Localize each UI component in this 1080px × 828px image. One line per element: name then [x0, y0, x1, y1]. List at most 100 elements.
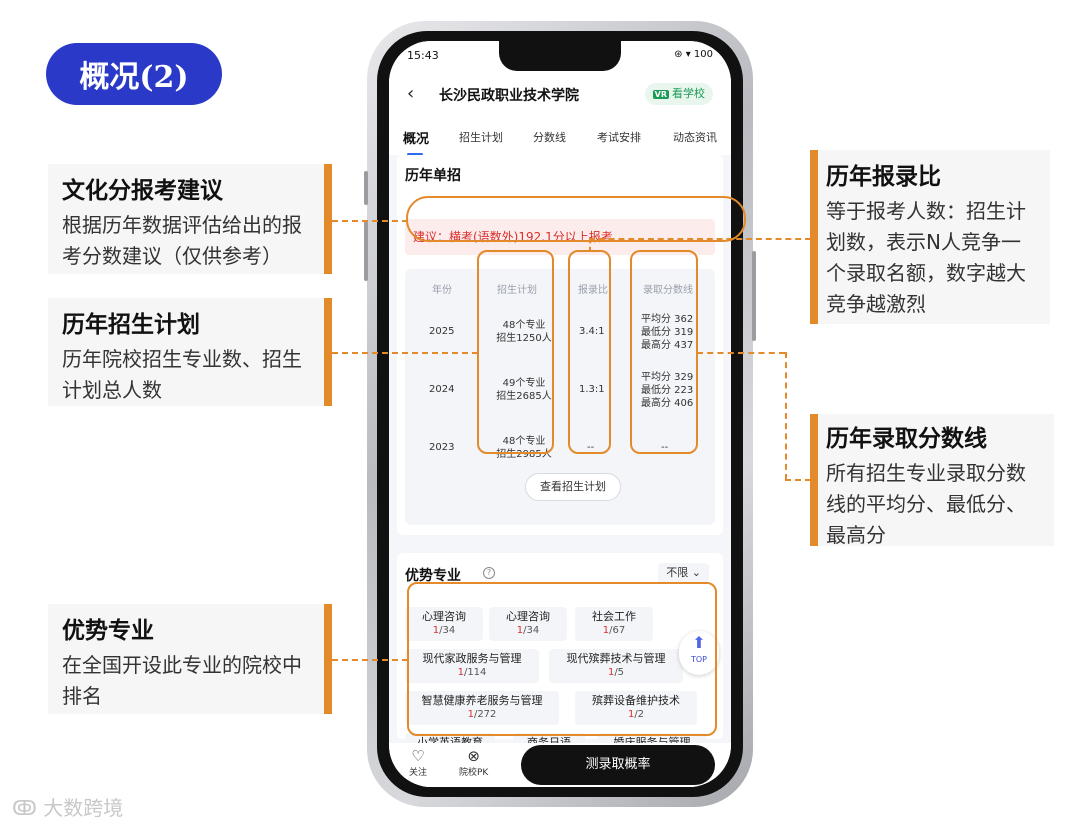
highlight-ratio-column — [568, 250, 611, 454]
school-name: 长沙民政职业技术学院 — [439, 88, 579, 104]
connector-score — [697, 352, 785, 354]
watermark-text: 大数跨境 — [43, 796, 124, 820]
score-max: 最高分 437 — [641, 340, 694, 351]
status-time: 15:43 — [407, 49, 439, 62]
header-ratio: 报录比 — [578, 285, 608, 296]
major-chip[interactable]: 现代家政服务与管理 1/114 — [405, 649, 539, 683]
cell-plan: 49个专业招生2685人 — [489, 377, 559, 403]
connector-score-tail — [785, 479, 811, 481]
major-name: 殡葬设备维护技术 — [592, 694, 680, 707]
heart-plus-icon: ♡ — [411, 747, 425, 765]
section-title: 优势专业 — [405, 568, 461, 584]
tab-news[interactable]: 动态资讯 — [673, 131, 717, 144]
cell-ratio: 1.3:1 — [579, 384, 605, 395]
section-title: 历年单招 — [405, 168, 461, 184]
major-rank: 1/272 — [467, 709, 497, 720]
major-chip[interactable]: 心理咨询 1/34 — [489, 607, 567, 641]
connector-plan — [332, 352, 478, 354]
vr-icon: VR — [652, 90, 669, 99]
connector-ratio — [589, 238, 811, 240]
logo-icon: ↂ — [12, 796, 44, 820]
plan-count: 招生2985人 — [496, 449, 552, 460]
tab-overview[interactable]: 概况 — [403, 128, 429, 156]
connector-score-drop — [785, 352, 787, 480]
back-icon[interactable]: ‹ — [407, 83, 415, 104]
note-bar — [324, 164, 332, 274]
note-title: 历年招生计划 — [62, 311, 200, 338]
highlight-plan-column — [477, 250, 554, 454]
major-chip[interactable]: 智慧健康养老服务与管理 1/272 — [405, 691, 559, 725]
note-body: 在全国开设此专业的院校中排名 — [62, 653, 302, 708]
plan-count: 招生2685人 — [496, 391, 552, 402]
filter-dropdown[interactable]: 不限 ⌄ — [658, 563, 709, 583]
plan-majors: 48个专业 — [502, 320, 546, 331]
major-rank: 1/5 — [607, 667, 625, 678]
status-icons: ⊛ ▾ 100 — [674, 49, 713, 60]
major-name: 心理咨询 — [506, 610, 550, 623]
tab-score-line[interactable]: 分数线 — [533, 131, 566, 144]
plan-count: 招生1250人 — [496, 333, 552, 344]
score-min: 最低分 223 — [641, 385, 694, 396]
admission-probability-button[interactable]: 测录取概率 — [521, 745, 715, 785]
help-icon[interactable]: ? — [483, 567, 495, 579]
major-name: 现代家政服务与管理 — [422, 652, 522, 665]
note-enrollment-plan: 历年招生计划 历年院校招生专业数、招生计划总人数 — [48, 298, 332, 406]
header-plan: 招生计划 — [497, 285, 537, 296]
cell-plan: 48个专业招生2985人 — [489, 435, 559, 461]
scroll-top-button[interactable]: ⬆ TOP — [679, 631, 719, 675]
history-table: 年份 招生计划 报录比 录取分数线 2025 48个专业招生1250人 3.4:… — [405, 269, 715, 525]
header-year: 年份 — [432, 285, 452, 296]
major-rank: 1/34 — [516, 625, 540, 636]
follow-button[interactable]: ♡ 关注 — [409, 747, 427, 778]
follow-label: 关注 — [409, 768, 428, 778]
note-body: 根据历年数据评估给出的报考分数建议（仅供参考） — [62, 213, 302, 268]
major-name: 智慧健康养老服务与管理 — [421, 694, 543, 707]
note-title: 优势专业 — [62, 617, 154, 644]
pk-icon: ⊗ — [467, 747, 480, 765]
note-advantage-majors: 优势专业 在全国开设此专业的院校中排名 — [48, 604, 332, 714]
tab-enrollment-plan[interactable]: 招生计划 — [459, 131, 503, 144]
note-bar — [810, 414, 818, 546]
note-bar — [324, 298, 332, 406]
score-min: 最低分 319 — [641, 327, 694, 338]
school-pk-button[interactable]: ⊗院校PK — [459, 747, 488, 778]
section-badge: 概况(2) — [46, 43, 222, 105]
arrow-up-icon: ⬆ — [692, 633, 706, 652]
cell-year: 2023 — [429, 442, 455, 453]
note-body: 所有招生专业录取分数线的平均分、最低分、最高分 — [826, 461, 1026, 547]
header-score: 录取分数线 — [643, 285, 693, 296]
cell-score: -- — [661, 442, 669, 453]
tab-exam-schedule[interactable]: 考试安排 — [597, 131, 641, 144]
note-bar — [324, 604, 332, 714]
top-label: TOP — [690, 655, 707, 664]
cell-ratio: -- — [587, 442, 595, 453]
note-body: 等于报考人数：招生计划数，表示N人竞争一个录取名额，数字越大竞争越激烈 — [826, 199, 1026, 316]
score-avg: 平均分 362 — [641, 314, 694, 325]
phone-side-button — [364, 221, 368, 281]
watermark: ↂ 大数跨境 — [12, 792, 123, 821]
bottom-bar: ♡ 关注 ⊗院校PK 测录取概率 — [389, 743, 731, 787]
view-enrollment-plan-button[interactable]: 查看招生计划 — [525, 473, 621, 501]
cell-score: 平均分 362 最低分 319 最高分 437 — [641, 313, 693, 352]
highlight-advice — [406, 196, 746, 242]
score-avg: 平均分 329 — [641, 372, 694, 383]
note-title: 文化分报考建议 — [62, 177, 223, 204]
note-culture-score: 文化分报考建议 根据历年数据评估给出的报考分数建议（仅供参考） — [48, 164, 332, 274]
major-rank: 1/114 — [457, 667, 487, 678]
tab-bar: 概况 招生计划 分数线 考试安排 动态资讯 — [389, 119, 731, 156]
cell-year: 2024 — [429, 384, 455, 395]
plan-majors: 48个专业 — [502, 436, 546, 447]
highlight-majors — [407, 582, 717, 736]
note-title: 历年报录比 — [826, 163, 941, 190]
major-name: 心理咨询 — [422, 610, 466, 623]
phone-notch — [499, 41, 621, 71]
